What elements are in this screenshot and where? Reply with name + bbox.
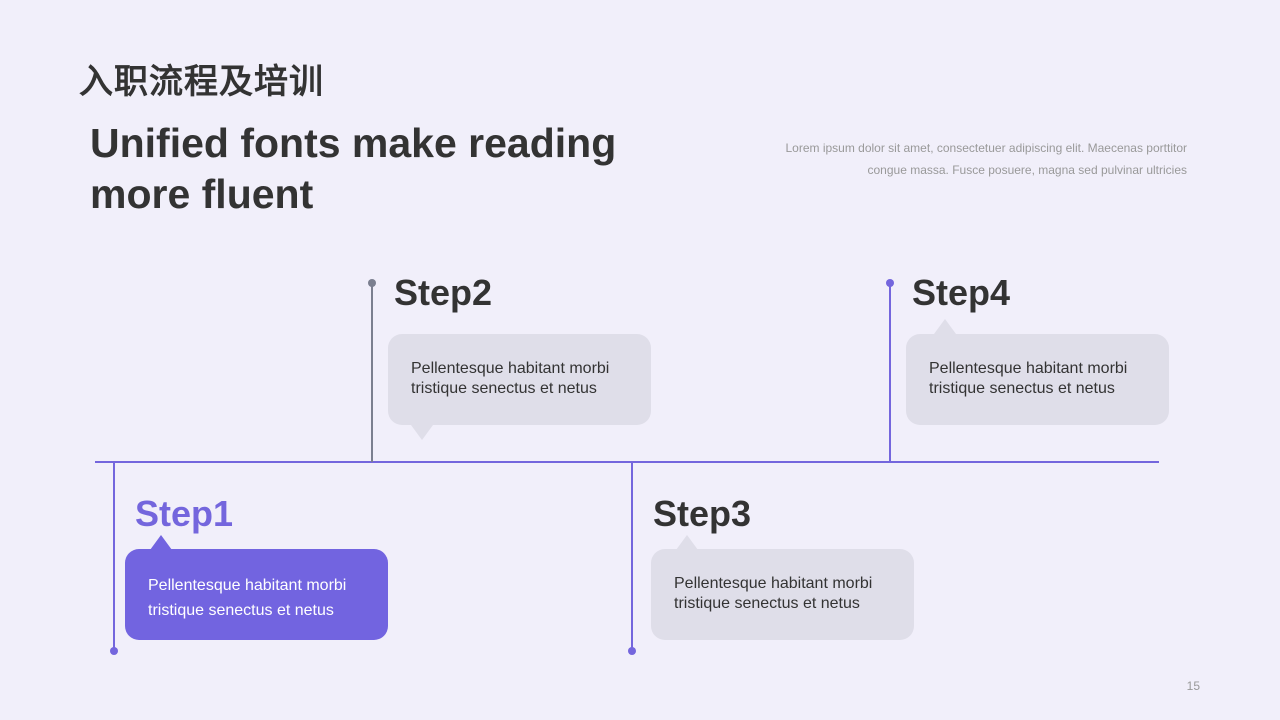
step2-text-line-2: tristique senectus et netus xyxy=(411,380,597,397)
chinese-title: 入职流程及培训 xyxy=(79,62,324,102)
description-line-1: Lorem ipsum dolor sit amet, consectetuer… xyxy=(785,141,1187,155)
step4-text-line-1: Pellentesque habitant morbi xyxy=(929,360,1128,377)
step3-connector xyxy=(631,462,633,651)
step2-bubble: Pellentesque habitant morbi tristique se… xyxy=(388,334,651,425)
step1-dot xyxy=(110,647,118,655)
step1-text-line-1: Pellentesque habitant morbi xyxy=(148,577,347,594)
step3-label: Step3 xyxy=(653,493,752,534)
headline: Unified fonts make reading more fluent xyxy=(90,118,690,220)
step1-connector xyxy=(113,462,115,651)
step2-label: Step2 xyxy=(394,272,493,313)
step3-dot xyxy=(628,647,636,655)
step4-text-line-2: tristique senectus et netus xyxy=(929,380,1115,397)
step4-dot xyxy=(886,279,894,287)
step1-label: Step1 xyxy=(135,493,234,534)
step4-label: Step4 xyxy=(912,272,1011,313)
step2-dot xyxy=(368,279,376,287)
step1-bubble: Pellentesque habitant morbi tristique se… xyxy=(125,549,388,640)
step3-text-line-1: Pellentesque habitant morbi xyxy=(674,575,873,592)
step3-bubble: Pellentesque habitant morbi tristique se… xyxy=(651,549,914,640)
timeline-axis xyxy=(95,461,1159,463)
step1-bubble-tail xyxy=(150,535,172,550)
step4-connector xyxy=(889,284,891,462)
description-line-2: congue massa. Fusce posuere, magna sed p… xyxy=(867,163,1188,177)
step3-text-line-2: tristique senectus et netus xyxy=(674,595,860,612)
step4-bubble: Pellentesque habitant morbi tristique se… xyxy=(906,334,1169,425)
step3-bubble-tail xyxy=(676,535,698,550)
step2-text-line-1: Pellentesque habitant morbi xyxy=(411,360,610,377)
step1-text-line-2: tristique senectus et netus xyxy=(148,602,334,619)
description: Lorem ipsum dolor sit amet, consectetuer… xyxy=(700,137,1187,181)
page-number: 15 xyxy=(1186,679,1200,693)
step4-bubble-tail xyxy=(934,319,956,334)
headline-line-1: Unified fonts make reading xyxy=(90,120,617,166)
headline-line-2: more fluent xyxy=(90,171,314,217)
step2-connector xyxy=(371,284,373,462)
step2-bubble-tail xyxy=(411,425,433,440)
